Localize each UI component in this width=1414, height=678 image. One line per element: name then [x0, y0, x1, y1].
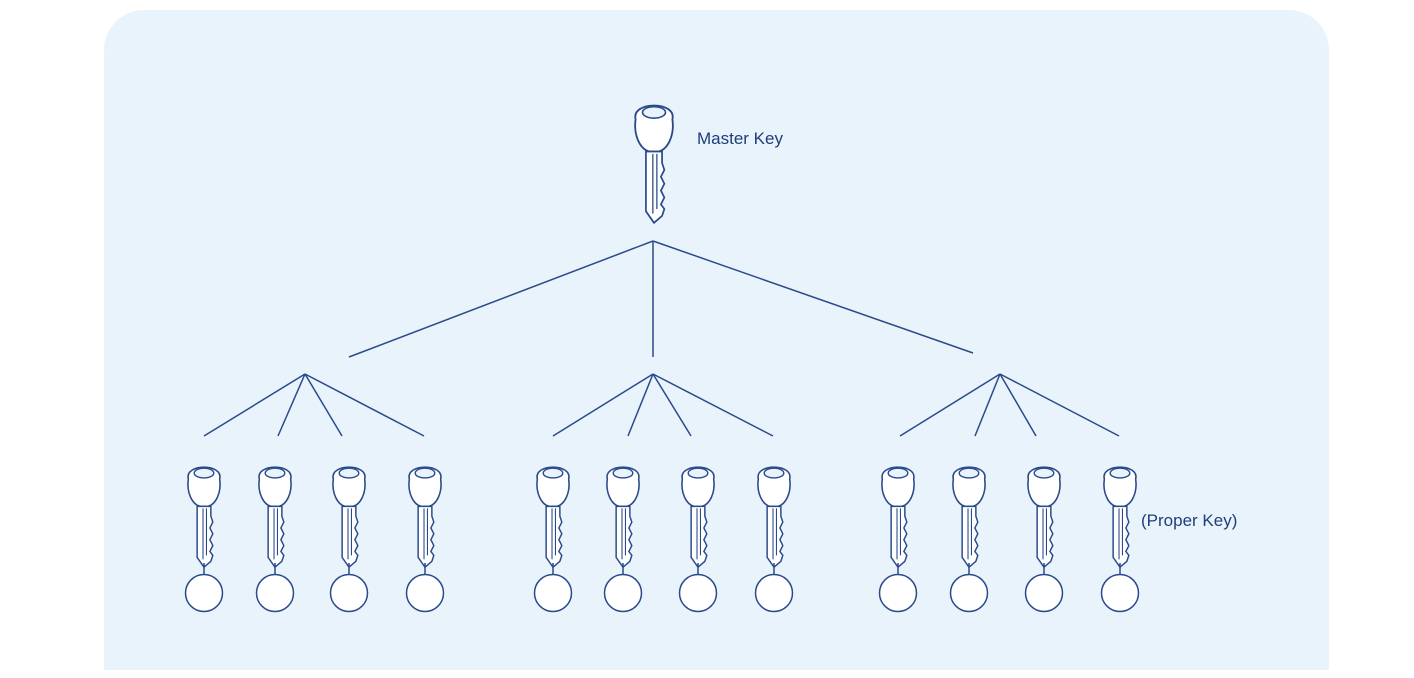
proper-key-icon-8	[757, 466, 791, 568]
lock-circle-icon-12	[1100, 563, 1140, 613]
sub-branch-line-11	[999, 373, 1037, 437]
lock-circle-icon-6	[603, 563, 643, 613]
master-key-icon	[634, 104, 674, 224]
proper-key-icon-9	[881, 466, 915, 568]
proper-key-icon-12	[1103, 466, 1137, 568]
lock-circle-icon-9	[878, 563, 918, 613]
branch-line-1	[348, 240, 654, 358]
proper-key-icon-2	[258, 466, 292, 568]
proper-key-icon-6	[606, 466, 640, 568]
sub-branch-line-10	[974, 373, 1001, 437]
lock-circle-icon-8	[754, 563, 794, 613]
lock-circle-icon-1	[184, 563, 224, 613]
sub-branch-line-9	[899, 373, 1001, 437]
lock-circle-icon-4	[405, 563, 445, 613]
proper-key-icon-3	[332, 466, 366, 568]
lock-circle-icon-7	[678, 563, 718, 613]
sub-branch-line-2	[277, 373, 306, 437]
sub-branch-line-3	[304, 373, 343, 437]
sub-branch-line-8	[652, 373, 774, 437]
proper-key-icon-4	[408, 466, 442, 568]
proper-key-icon-7	[681, 466, 715, 568]
lock-circle-icon-11	[1024, 563, 1064, 613]
proper-key-label: (Proper Key)	[1141, 511, 1238, 530]
sub-branch-line-7	[652, 373, 692, 437]
branch-line-3	[652, 240, 974, 354]
proper-key-icon-5	[536, 466, 570, 568]
master-key-label: Master Key	[697, 129, 783, 148]
sub-branch-line-4	[304, 373, 425, 437]
lock-circle-icon-3	[329, 563, 369, 613]
proper-key-icon-11	[1027, 466, 1061, 568]
proper-key-icon-1	[187, 466, 221, 568]
lock-circle-icon-10	[949, 563, 989, 613]
lock-circle-icon-5	[533, 563, 573, 613]
sub-branch-line-6	[627, 373, 654, 437]
sub-branch-line-12	[999, 373, 1120, 437]
sub-branch-line-5	[552, 373, 654, 437]
lock-circle-icon-2	[255, 563, 295, 613]
sub-branch-line-1	[203, 373, 306, 437]
proper-key-icon-10	[952, 466, 986, 568]
